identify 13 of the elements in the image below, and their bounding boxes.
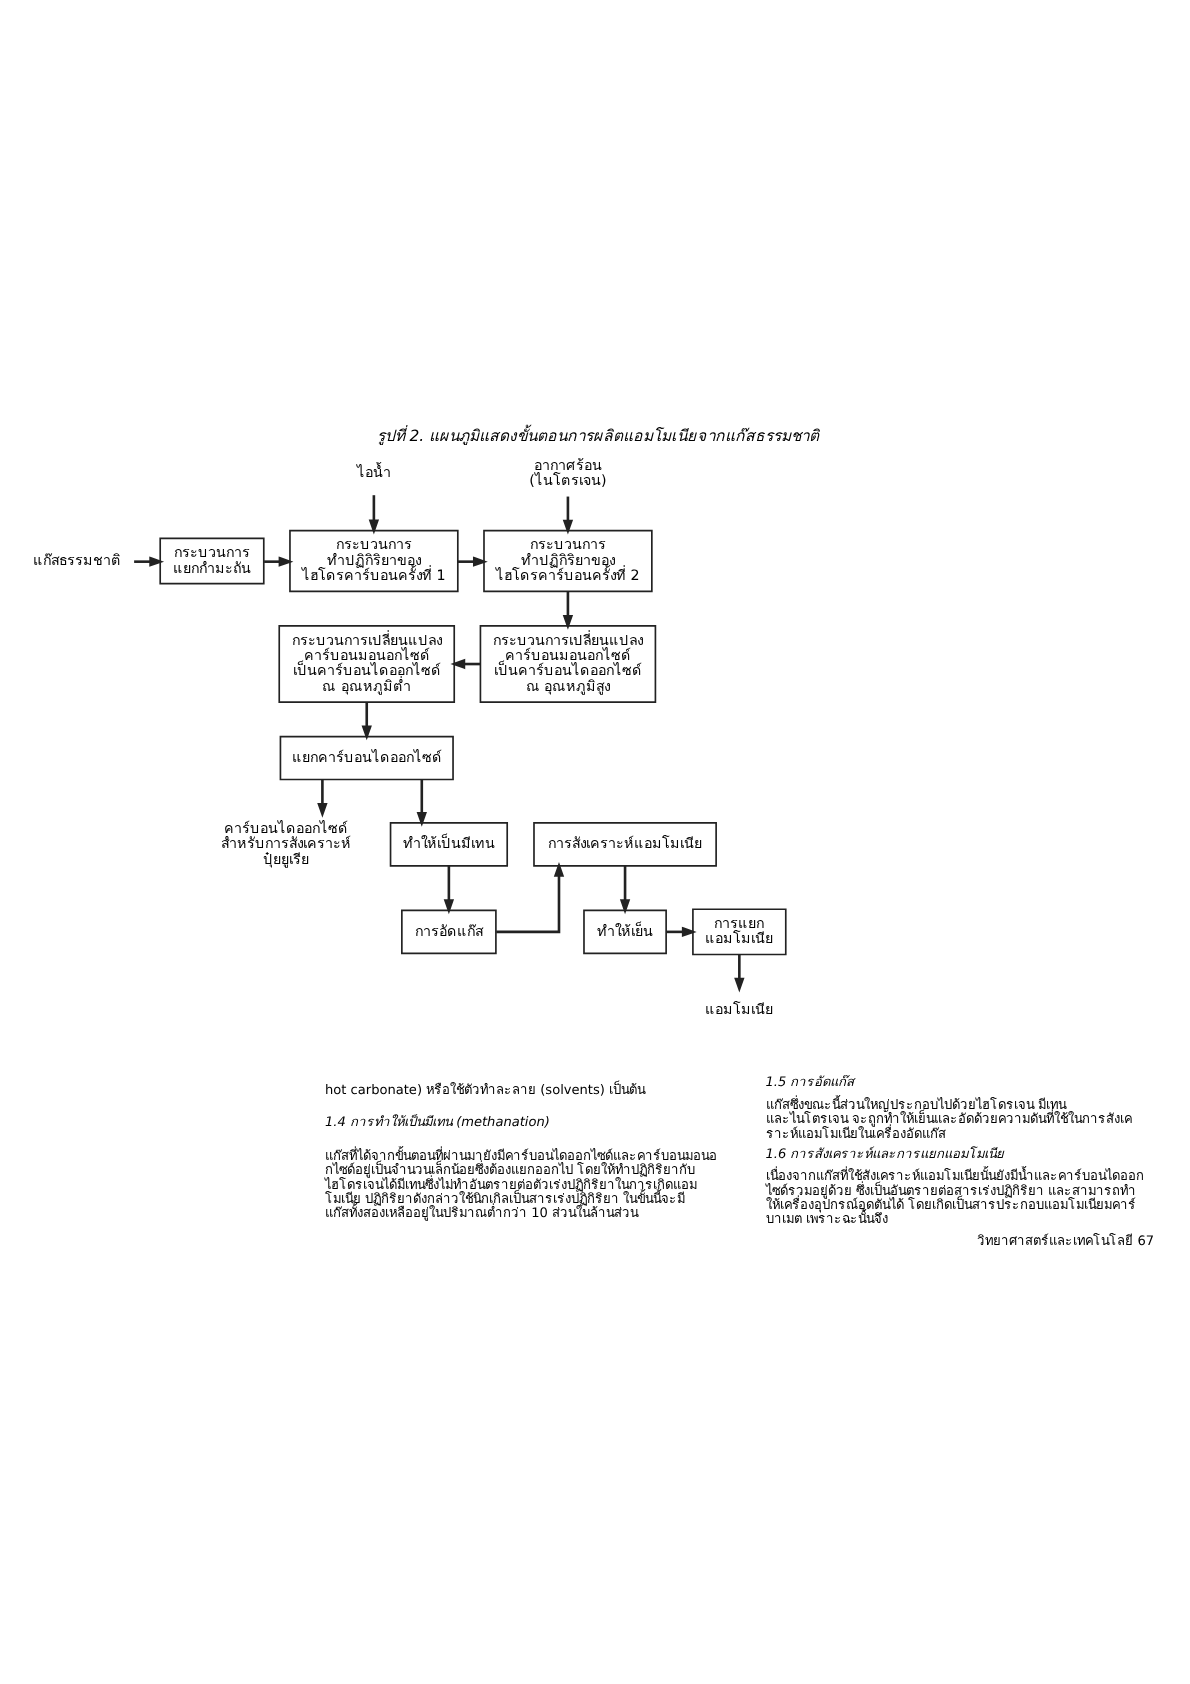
arrow xyxy=(734,954,745,993)
arrow xyxy=(368,495,380,535)
arrow xyxy=(562,496,574,535)
arrow xyxy=(317,779,328,818)
arrow xyxy=(134,556,165,567)
arrow xyxy=(264,556,294,567)
arrow xyxy=(361,702,372,741)
arrow xyxy=(496,862,565,934)
arrow xyxy=(619,866,631,915)
arrow xyxy=(562,591,574,630)
arrow xyxy=(416,779,427,827)
arrow xyxy=(443,866,455,915)
arrow xyxy=(457,556,488,567)
